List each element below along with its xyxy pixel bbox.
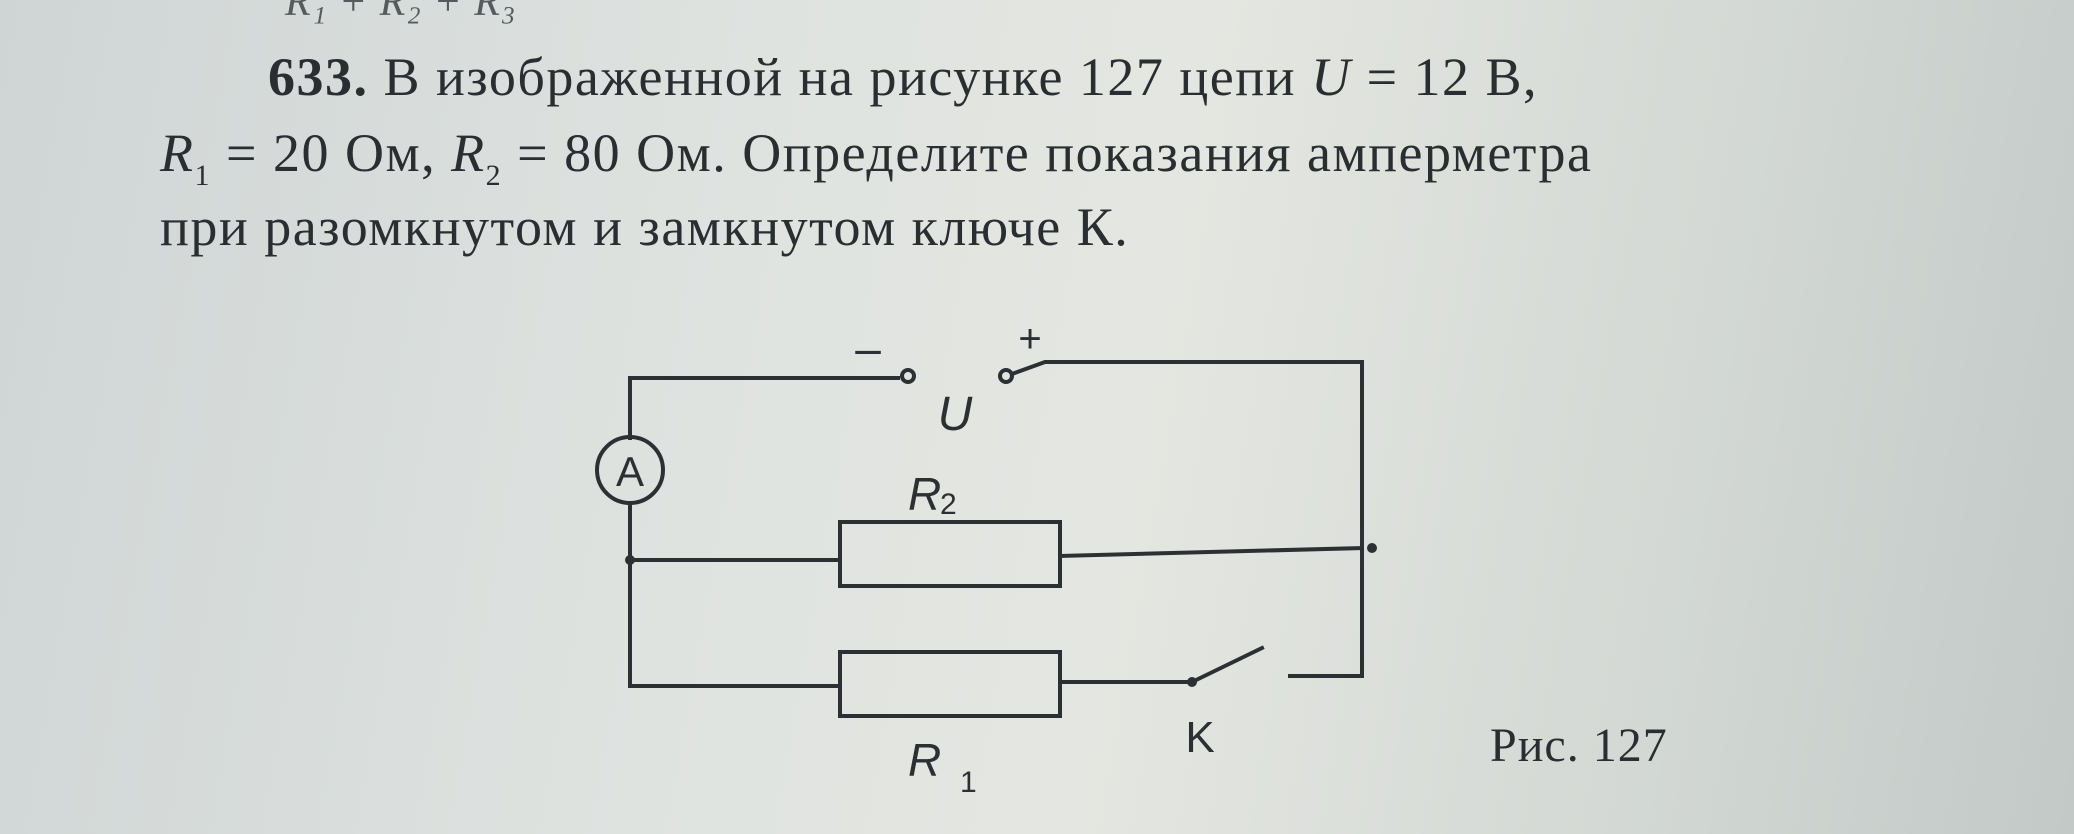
voltage-symbol: U — [1311, 47, 1352, 107]
switch-label: K — [1185, 713, 1214, 762]
problem-line-1: 633. В изображенной на рисунке 127 цепи … — [268, 46, 1538, 108]
figure-caption: Рис. 127 — [1490, 719, 1668, 772]
problem-text-1: В изображенной на рисунке 127 цепи — [368, 47, 1312, 107]
wire-r2-right — [1057, 545, 1365, 559]
switch-k — [1189, 645, 1265, 685]
r1-subscript: 1 — [194, 159, 211, 192]
problem-text-2-mid: = 20 Ом, — [211, 123, 452, 183]
plus-terminal — [998, 368, 1014, 384]
minus-label: – — [855, 322, 881, 374]
problem-number: 633. — [268, 47, 369, 107]
problem-text-2-rest: = 80 Ом. Определите показания амперметра — [502, 123, 1593, 183]
minus-terminal — [900, 368, 916, 384]
junction-right — [1367, 543, 1377, 553]
problem-text-1-rest: = 12 В, — [1351, 47, 1539, 107]
r2-label-sub: 2 — [940, 488, 957, 521]
wire-top-right — [1009, 360, 1364, 678]
resistor-r1 — [838, 650, 1062, 718]
resistor-r2 — [838, 520, 1062, 588]
r1-label: R — [908, 734, 941, 786]
plus-label: + — [1018, 317, 1041, 361]
r1-symbol: R — [160, 123, 195, 183]
wire-top-left — [628, 376, 900, 440]
r2-label: R — [908, 468, 941, 520]
problem-line-2: R1 = 20 Ом, R2 = 80 Ом. Определите показ… — [160, 122, 1593, 193]
r1-label-sub: 1 — [960, 766, 977, 799]
ammeter-label: A — [616, 448, 644, 495]
r2-symbol: R — [451, 123, 486, 183]
problem-line-3: при разомкнутом и замкнутом ключе К. — [160, 197, 1130, 257]
previous-formula-fragment: R₁ + R₂ + R₃ — [285, 0, 517, 25]
voltage-label: U — [938, 388, 973, 441]
r2-subscript: 2 — [485, 159, 503, 192]
